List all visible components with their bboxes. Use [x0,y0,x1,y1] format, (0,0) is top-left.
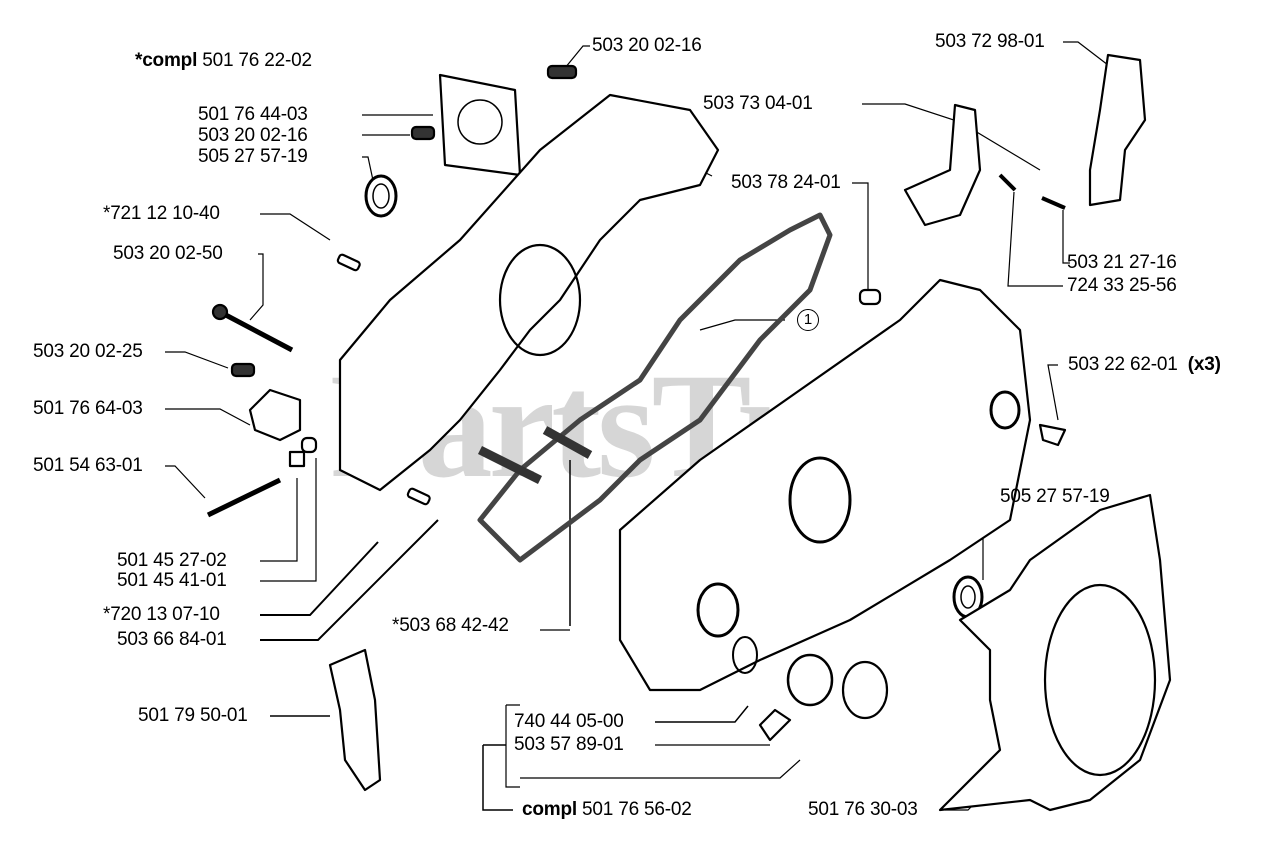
leader-503212716 [1062,210,1070,264]
part-clip [1038,423,1067,447]
label-503200225[interactable]: 503 20 02-25 [33,341,143,362]
leader-503226201 [1047,364,1059,421]
label-501452702[interactable]: 501 45 27-02 [117,550,227,571]
part-bolt-long [220,310,294,353]
label-503212716[interactable]: 503 21 27-16 [1067,252,1177,273]
part-bolt-a [477,445,543,485]
leader-501546301 [165,465,206,499]
leader-720130710 [260,541,379,616]
leader-505275719-a [362,156,375,186]
part-adjuster-nut [288,450,306,468]
compl-top-prefix: *compl [135,50,198,71]
part-starter-cover [938,493,1172,812]
leader-callout-1 [699,319,785,331]
label-740440500[interactable]: 740 44 05-00 [514,711,624,732]
label-501766403[interactable]: 501 76 64-03 [33,398,143,419]
label-503730401[interactable]: 503 73 04-01 [703,93,813,114]
label-503578901[interactable]: 503 57 89-01 [514,734,624,755]
leader-503200225 [165,351,229,369]
part-chute [1088,53,1147,207]
label-501546301[interactable]: 501 54 63-01 [33,455,143,476]
leader-lines [165,41,1109,811]
part-screw-right-a [998,173,1017,192]
label-503226201[interactable]: 503 22 62-01 (x3) [1068,354,1221,376]
part-gasket [477,212,833,563]
label-compl-top: *compl 501 76 22-02 [135,50,312,72]
label-501763003[interactable]: 501 76 30-03 [808,799,918,820]
part-crankcase-left [338,93,720,492]
leader-compl-group [520,759,801,779]
label-720130710[interactable]: *720 13 07-10 [103,604,220,625]
label-503684242[interactable]: *503 68 42-42 [392,615,509,636]
label-503200216-b[interactable]: 503 20 02-16 [592,35,702,56]
part-oil-cap [841,660,889,720]
part-outlines [206,53,1172,812]
label-503782401[interactable]: 503 78 24-01 [731,172,841,193]
leader-721121040 [260,213,331,241]
compl-bottom-prefix: compl [522,799,577,820]
label-503200216-a[interactable]: 503 20 02-16 [198,125,308,146]
label-721121040[interactable]: *721 12 10-40 [103,203,220,224]
part-screw-right-b [1041,196,1066,210]
label-503200250[interactable]: 503 20 02-50 [113,243,223,264]
part-dowel-pin-a [336,253,361,272]
compl-bottom-number: 501 76 56-02 [582,799,692,820]
part-cap-strap [758,708,792,742]
label-724332556[interactable]: 724 33 25-56 [1067,275,1177,296]
leader-501766403 [165,408,251,426]
part-rubber-mount [858,288,882,306]
bracket-compl-group [505,704,520,788]
part-screw-small [230,362,256,378]
part-number-503226201: 503 22 62-01 [1068,354,1178,375]
part-crankcase-right [618,278,1032,692]
label-501764403[interactable]: 501 76 44-03 [198,104,308,125]
quantity-badge: (x3) [1187,354,1221,375]
part-chain-tensioner [248,388,302,442]
part-adjuster-pin [300,436,318,454]
label-503668401[interactable]: 503 66 84-01 [117,629,227,650]
part-chain-catcher [328,648,382,792]
label-505275719-b[interactable]: 505 27 57-19 [1000,486,1110,507]
leader-501452702 [260,478,298,562]
part-intake-plate [438,73,522,177]
compl-top-number: 501 76 22-02 [202,50,312,71]
part-bolt-b [542,426,593,459]
leader-503729801 [1063,41,1109,66]
part-adjuster-screw [206,477,282,518]
leader-503782401-down [852,182,869,290]
part-screw-top [546,64,578,80]
bracket-compl-bottom [482,744,513,811]
label-503729801[interactable]: 503 72 98-01 [935,31,1045,52]
leader-724332556 [1007,191,1063,287]
label-501795001[interactable]: 501 79 50-01 [138,705,248,726]
leader-740440500 [655,705,749,723]
callout-marker-1: 1 [797,309,819,331]
label-compl-bottom: compl 501 76 56-02 [522,799,692,821]
label-505275719-a[interactable]: 505 27 57-19 [198,146,308,167]
part-dowel-pin-b [406,487,431,506]
part-screw-plate [410,125,436,141]
label-501454101[interactable]: 501 45 41-01 [117,570,227,591]
part-guide-plate [903,103,982,227]
part-o-ring [786,653,834,707]
leader-503200250 [249,253,264,321]
leader-503730401 [862,103,1041,171]
leader-501454101 [260,458,317,582]
leader-503668401 [260,519,439,641]
leader-503200216-b [564,45,590,69]
